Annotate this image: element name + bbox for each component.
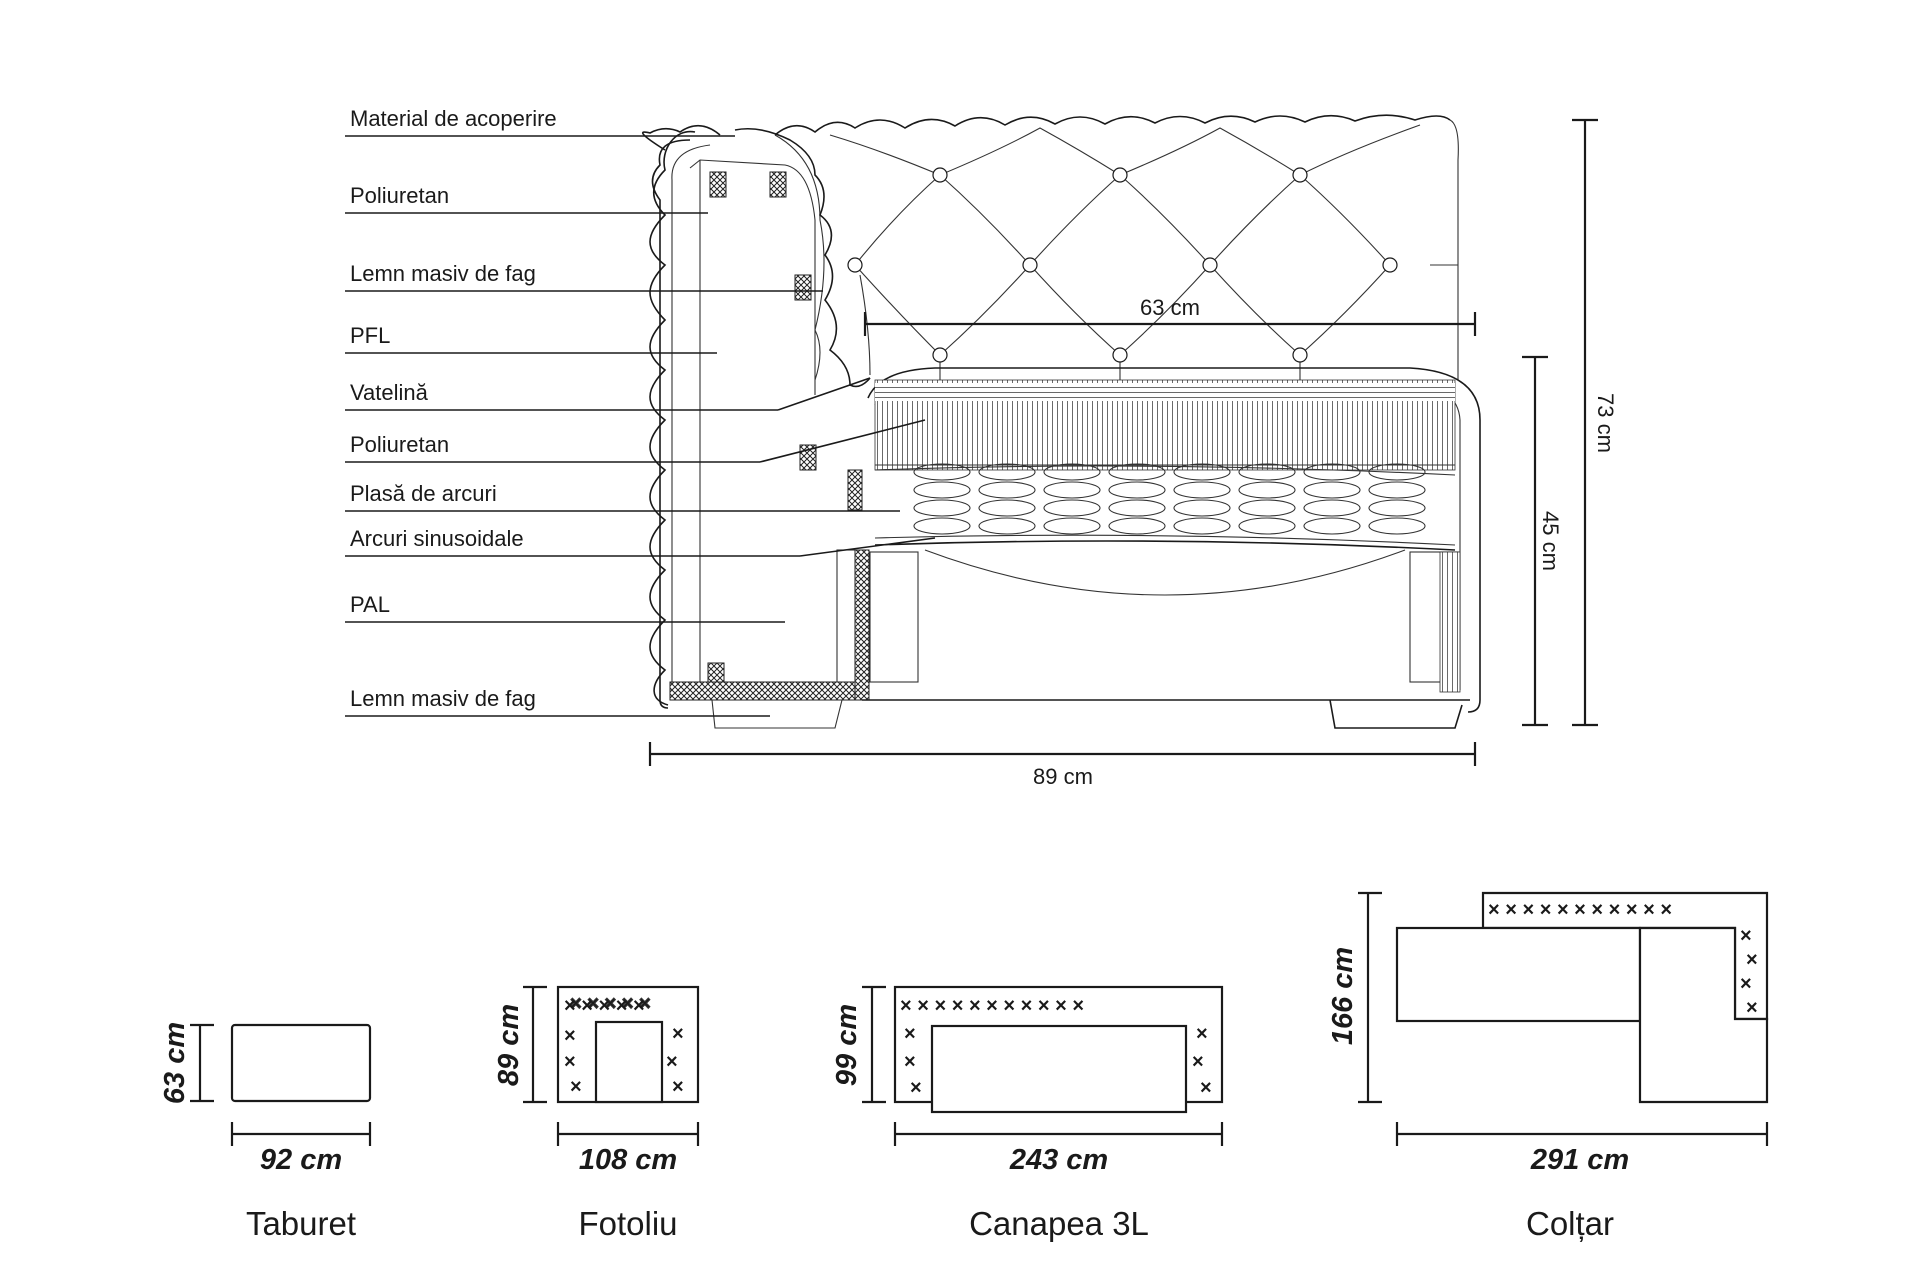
coltar-width: 291 cm (1530, 1144, 1629, 1176)
back-foot (711, 699, 843, 729)
section-drawing (641, 114, 1481, 729)
svg-text:×: × (1200, 1077, 1212, 1099)
svg-text:×: × (666, 1051, 678, 1073)
beech-block-2 (769, 171, 787, 198)
label-wadding: Vatelină (350, 380, 429, 405)
seat-cushion (867, 367, 1481, 713)
beech-base (669, 681, 857, 701)
svg-text:×: × (904, 1051, 916, 1073)
back-post (836, 549, 856, 683)
back-right-edge (1430, 119, 1459, 380)
back-outline (641, 124, 721, 709)
product-taburet: 63 cm 92 cm Taburet (159, 1022, 372, 1242)
taburet-name: Taburet (246, 1205, 356, 1242)
label-sinus-springs: Arcuri sinusoidale (350, 526, 524, 551)
svg-text:×: × (672, 1076, 684, 1098)
inner-curve (774, 134, 825, 381)
coltar-name: Colțar (1526, 1205, 1614, 1242)
label-polyurethane-1: Poliuretan (350, 183, 449, 208)
pfl-frame (689, 159, 816, 690)
canapea-depth: 99 cm (831, 1004, 863, 1086)
fotoliu-depth: 89 cm (493, 1004, 525, 1086)
svg-text:× × × × ×: × × × × × (570, 993, 651, 1015)
canapea-name: Canapea 3L (969, 1205, 1149, 1242)
svg-text:×: × (564, 1025, 576, 1047)
fotoliu-name: Fotoliu (578, 1205, 677, 1242)
coltar-cross-row: × × × × × × × × × × × (1488, 899, 1672, 921)
canapea-width: 243 cm (1009, 1144, 1108, 1176)
label-polyurethane-2: Poliuretan (350, 432, 449, 457)
svg-text:×: × (1192, 1051, 1204, 1073)
svg-text:×: × (1746, 997, 1758, 1019)
product-fotoliu: × × × × × × × × × × × × × × × × 89 cm 108 c… (493, 985, 700, 1242)
fotoliu-x-marks: × × × × × (569, 992, 651, 1015)
section-dimensions (648, 118, 1598, 766)
canapea-seat (930, 1024, 1188, 1114)
tuft-buttons (847, 167, 1398, 363)
label-beech-2: Lemn masiv de fag (350, 686, 536, 711)
label-beech-1: Lemn masiv de fag (350, 261, 536, 286)
svg-text:×: × (1740, 925, 1752, 947)
dim-seat-depth: 63 cm (1140, 295, 1200, 320)
beech-block-5 (847, 469, 863, 511)
svg-text:×: × (1746, 949, 1758, 971)
beech-block-6 (707, 662, 725, 684)
svg-text:×: × (570, 1076, 582, 1098)
canapea-cross-row: × × × × × × × × × × × (900, 995, 1084, 1017)
svg-text:×: × (1196, 1023, 1208, 1045)
pocket-springs (913, 463, 1426, 535)
product-canapea: × × × × × × × × × × × × × × × × × 99 cm 243… (831, 985, 1224, 1242)
label-spring-net: Plasă de arcuri (350, 481, 497, 506)
label-pfl: PFL (350, 323, 390, 348)
svg-text:×: × (904, 1023, 916, 1045)
svg-text:×: × (1740, 973, 1752, 995)
svg-text:×: × (564, 1051, 576, 1073)
product-coltar: × × × × × × × × × × × × × × × 166 cm 291… (1327, 891, 1769, 1242)
svg-text:×: × (672, 1023, 684, 1045)
label-cover-material: Material de acoperire (350, 106, 557, 131)
dim-total-depth: 89 cm (1033, 764, 1093, 789)
front-frame-left (869, 551, 919, 683)
dim-total-height: 73 cm (1593, 393, 1618, 453)
pal-vertical (854, 549, 870, 701)
taburet-width: 92 cm (260, 1144, 342, 1176)
fotoliu-width: 108 cm (579, 1144, 677, 1176)
base-line (862, 699, 1470, 729)
svg-text:×: × (910, 1077, 922, 1099)
section-labels: Material de acoperire Poliuretan Lemn ma… (350, 106, 557, 711)
fotoliu-cross-row: × × × × × (564, 995, 645, 1017)
beech-block-1 (709, 171, 727, 198)
back-scallop-outer (649, 130, 696, 706)
front-panel (1439, 551, 1461, 693)
coltar-seat-right (1638, 926, 1769, 1104)
label-leaders (345, 135, 936, 717)
coltar-depth: 166 cm (1327, 947, 1359, 1045)
spring-net (874, 464, 1456, 546)
tufted-top (774, 114, 1451, 136)
dim-seat-height: 45 cm (1538, 511, 1563, 571)
beech-block-3 (794, 274, 812, 301)
coltar-seat-left (1395, 926, 1642, 1023)
sinus-springs (874, 540, 1456, 551)
tufting-diamonds (829, 124, 1421, 356)
seat-wadding (875, 383, 1455, 401)
back-inner (671, 144, 711, 701)
label-pal: PAL (350, 592, 390, 617)
taburet-plan (230, 1023, 372, 1103)
back-scallop-inner (734, 127, 871, 388)
fotoliu-seat (594, 1020, 664, 1104)
seat-arc (924, 549, 1406, 596)
taburet-depth: 63 cm (159, 1022, 191, 1104)
